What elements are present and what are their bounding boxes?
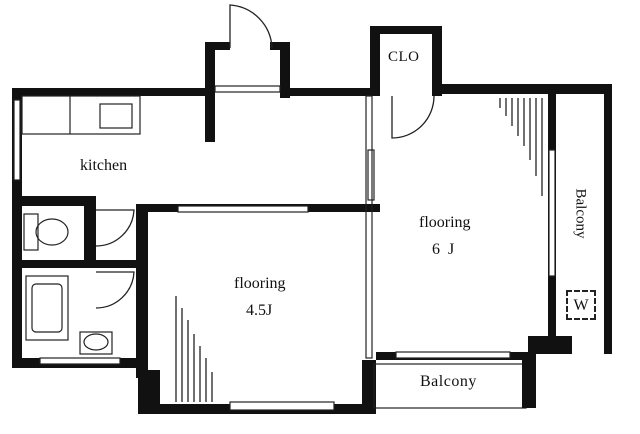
door-closet <box>391 95 435 139</box>
kitchen-counter <box>21 95 141 135</box>
hatch-small-room <box>175 296 213 402</box>
window-kitchen-left <box>13 99 21 181</box>
wall-top-left <box>14 88 214 96</box>
room-label-large-size: 6 J <box>432 241 457 258</box>
wall-toilet-right <box>84 196 96 268</box>
wall-small-bottom-left <box>138 370 160 414</box>
hatch-large-room <box>499 98 543 196</box>
wall-closet-left <box>370 26 380 96</box>
balcony-label-right: Balcony <box>572 188 589 239</box>
room-label-large-type: flooring <box>419 214 471 231</box>
window-entrance <box>214 85 281 93</box>
wall-entrance-top-left <box>205 42 230 50</box>
wall-top-mid <box>290 88 370 96</box>
wall-corner-br <box>528 336 572 354</box>
toilet-bowl <box>35 218 69 246</box>
wall-entrance-right <box>280 42 290 98</box>
window-small-top <box>177 205 309 213</box>
wall-closet-top <box>370 26 442 34</box>
balcony-label-bottom: Balcony <box>420 373 477 390</box>
wall-entrance-left <box>205 42 215 142</box>
window-large-right <box>548 149 556 277</box>
partition-rooms <box>365 95 373 359</box>
kitchen-sink <box>99 103 133 129</box>
window-small-bottom <box>229 401 335 411</box>
wall-left-outer <box>12 88 22 366</box>
wall-kitchen-bottom <box>12 196 96 206</box>
window-bath-bottom <box>39 357 121 365</box>
room-label-small-size: 4.5J <box>246 302 273 319</box>
bathtub <box>25 275 69 341</box>
door-entrance <box>229 4 273 49</box>
wall-small-left <box>136 206 148 378</box>
wall-toilet-bottom <box>12 260 136 268</box>
wall-top-right <box>442 84 612 94</box>
wall-closet-right <box>432 26 442 96</box>
room-label-kitchen: kitchen <box>80 157 128 174</box>
wall-entrance-top-right <box>270 42 290 50</box>
window-large-bottom <box>395 351 511 359</box>
washer-label: W <box>566 290 596 320</box>
wall-right-outer <box>604 84 612 354</box>
door-bath <box>95 271 135 309</box>
door-toilet <box>95 209 135 247</box>
wall-bottom-right <box>522 352 536 408</box>
room-label-closet: CLO <box>388 49 420 65</box>
wall-small-right-lower <box>362 360 376 414</box>
sink-basin <box>79 331 113 355</box>
room-label-small-type: flooring <box>234 275 286 292</box>
toilet-tank <box>23 213 39 251</box>
